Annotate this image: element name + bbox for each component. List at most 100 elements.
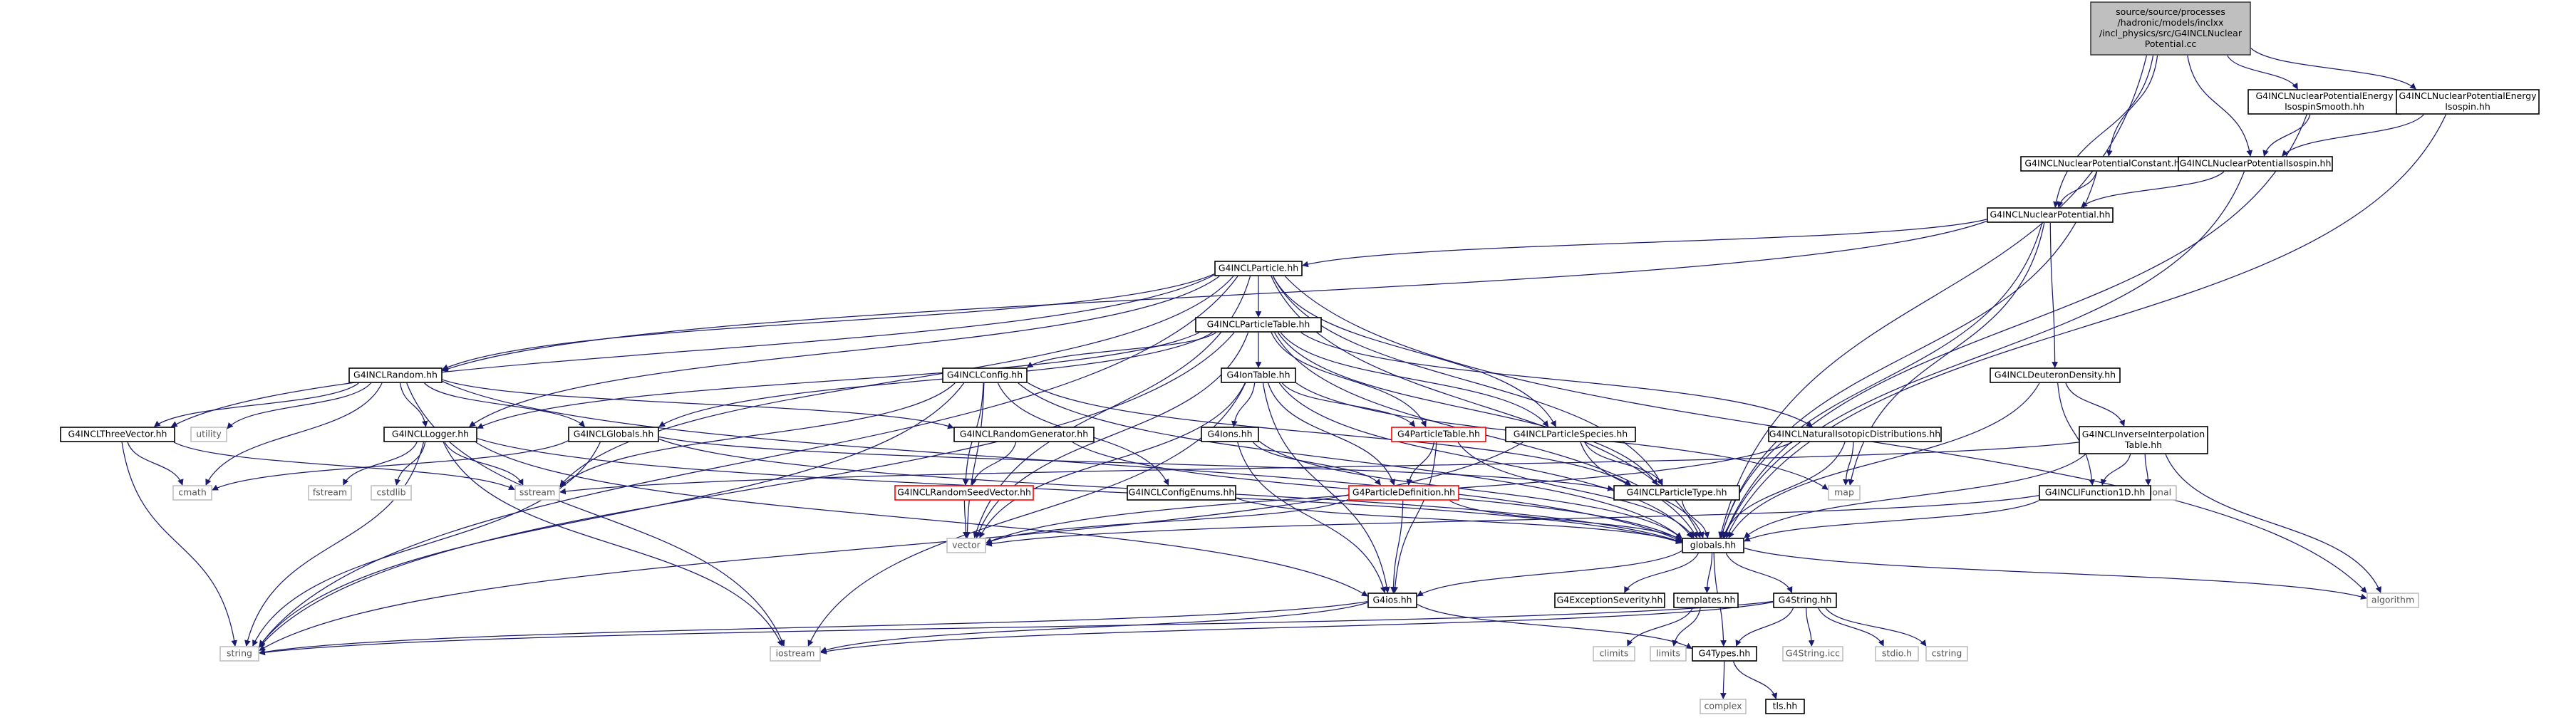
node-box-species [1505, 427, 1636, 442]
node-box-config [942, 367, 1028, 383]
node-species[interactable]: G4INCLParticleSpecies.hh [1505, 427, 1636, 442]
node-iontable[interactable]: G4IonTable.hh [1221, 367, 1296, 383]
dependency-nodes: source/source/processes/hadronic/models/… [60, 1, 2540, 714]
edge-iontable-to-globals [1278, 382, 1693, 538]
edge-globals-to-g4ios [1417, 550, 1682, 597]
node-label: G4ParticleTable.hh [1397, 429, 1480, 439]
node-label: G4INCLRandomSeedVector.hh [897, 487, 1031, 498]
node-box-random [348, 367, 443, 383]
node-label: G4ExceptionSeverity.hh [1557, 595, 1663, 605]
node-templates[interactable]: templates.hh [1673, 593, 1739, 608]
node-smooth[interactable]: G4INCLNuclearPotentialEnergyIsospinSmoot… [2247, 89, 2401, 115]
node-label: G4String.hh [1779, 595, 1832, 605]
node-box-ptype [1613, 485, 1740, 501]
edge-globals-to-algorithm [1744, 548, 2367, 600]
edge-g4ptable-to-pdef [1406, 442, 1435, 486]
node-nucpot[interactable]: G4INCLNuclearPotential.hh [1987, 207, 2114, 223]
edge-particle-to-ptype [1272, 276, 1663, 486]
node-random[interactable]: G4INCLRandom.hh [348, 367, 443, 383]
edge-inclglobals-to-string [252, 442, 601, 647]
edge-nucpot-to-deuteron [2049, 222, 2059, 368]
edge-random-to-globals [442, 380, 1682, 542]
edge-constant-to-nucpot [2057, 171, 2097, 208]
node-seedvec[interactable]: G4INCLRandomSeedVector.hh [894, 485, 1034, 501]
edge-ions-to-pdef [1253, 442, 1381, 486]
node-func1d[interactable]: G4INCLIFunction1D.hh [2039, 485, 2151, 501]
node-g4exc[interactable]: G4ExceptionSeverity.hh [1554, 593, 1665, 608]
node-config[interactable]: G4INCLConfig.hh [942, 367, 1028, 383]
node-label: G4INCLParticleType.hh [1626, 487, 1727, 498]
edge-func1d-to-globals [1744, 500, 2039, 542]
node-cstring: cstring [1925, 646, 1968, 662]
node-label: IsospinSmooth.hh [2285, 101, 2364, 112]
node-label: sstream [519, 487, 555, 498]
node-box-stdio [1875, 646, 1919, 662]
edge-ptable-to-natiso [1300, 332, 1813, 427]
edge-threevec-to-string [121, 442, 238, 647]
edge-deuteron-to-func1d [2057, 382, 2095, 486]
edge-nucpot-to-map [1848, 222, 2045, 486]
node-cfgenums[interactable]: G4INCLConfigEnums.hh [1127, 485, 1236, 501]
node-ptable[interactable]: G4INCLParticleTable.hh [1195, 317, 1322, 333]
node-label: G4INCLNaturalIsotopicDistributions.hh [1769, 429, 1940, 439]
node-limits: limits [1650, 646, 1687, 662]
edge-globals-to-g4exc [1624, 553, 1699, 593]
node-deuteron[interactable]: G4INCLDeuteronDensity.hh [1990, 367, 2121, 383]
edge-particle-to-sstream [559, 276, 1234, 486]
edge-cfgenums-to-globals [1236, 498, 1682, 544]
node-label: G4INCLLogger.hh [392, 429, 469, 439]
edge-templates-to-climits [1627, 607, 1693, 647]
node-rng[interactable]: G4INCLRandomGenerator.hh [953, 427, 1095, 442]
node-g4ptable[interactable]: G4ParticleTable.hh [1391, 427, 1486, 442]
edge-func1d-to-vector [986, 495, 2039, 547]
node-box-climits [1593, 646, 1635, 662]
node-box-vector [946, 538, 986, 553]
edge-logger-to-fstream [343, 442, 418, 486]
edge-invinterp-to-func1d [2100, 454, 2131, 486]
node-logger[interactable]: G4INCLLogger.hh [383, 427, 477, 442]
node-label: G4INCLGlobals.hh [574, 429, 654, 439]
node-globals[interactable]: globals.hh [1682, 538, 1744, 553]
node-label: globals.hh [1690, 540, 1736, 551]
edge-pdef-to-globals [1449, 500, 1682, 541]
edge-random-to-logger [399, 382, 428, 427]
node-iso[interactable]: G4INCLNuclearPotentialIsospin.hh [2178, 156, 2333, 172]
node-label: G4INCLConfigEnums.hh [1129, 487, 1235, 498]
node-label: G4ParticleDefinition.hh [1352, 487, 1455, 498]
edge-g4types-to-complex [1719, 661, 1727, 699]
node-ptype[interactable]: G4INCLParticleType.hh [1613, 485, 1740, 501]
node-root[interactable]: source/source/processes/hadronic/models/… [2090, 1, 2251, 56]
edge-species-to-ptype [1584, 442, 1663, 486]
edge-logger-to-sstream [444, 442, 524, 486]
edge-ions-to-g4ios [1237, 442, 1387, 593]
node-box-deuteron [1990, 367, 2121, 383]
node-label: source/source/processes [2116, 6, 2225, 17]
node-inclglobals[interactable]: G4INCLGlobals.hh [568, 427, 659, 442]
edge-root-to-iso [2187, 55, 2253, 157]
edge-deuteron-to-globals [1728, 382, 2040, 538]
node-tls[interactable]: tls.hh [1765, 699, 1805, 714]
node-label: fstream [313, 487, 347, 498]
edge-logger-to-g4ios [475, 442, 1368, 597]
node-threevec[interactable]: G4INCLThreeVector.hh [60, 427, 175, 442]
node-g4ios[interactable]: G4ios.hh [1367, 593, 1417, 608]
node-constant[interactable]: G4INCLNuclearPotentialConstant.hh [2020, 156, 2190, 172]
node-complex: complex [1700, 699, 1747, 714]
node-g4types[interactable]: G4Types.hh [1692, 646, 1757, 662]
node-label: vector [952, 540, 981, 551]
node-box-root [2090, 1, 2251, 56]
edge-ptype-to-globals [1681, 500, 1710, 538]
node-natiso[interactable]: G4INCLNaturalIsotopicDistributions.hh [1768, 427, 1942, 442]
node-particle[interactable]: G4INCLParticle.hh [1214, 261, 1303, 276]
node-pdef[interactable]: G4ParticleDefinition.hh [1348, 485, 1459, 501]
edge-particle-to-threevec [170, 274, 1215, 427]
node-g4string[interactable]: G4String.hh [1773, 593, 1837, 608]
node-label: string [227, 648, 252, 659]
node-box-inclglobals [568, 427, 659, 442]
node-box-energyiso [2396, 89, 2540, 115]
node-box-templates [1673, 593, 1739, 608]
node-ions[interactable]: G4Ions.hh [1201, 427, 1259, 442]
node-label: G4INCLNuclearPotentialEnergy [2256, 90, 2394, 101]
